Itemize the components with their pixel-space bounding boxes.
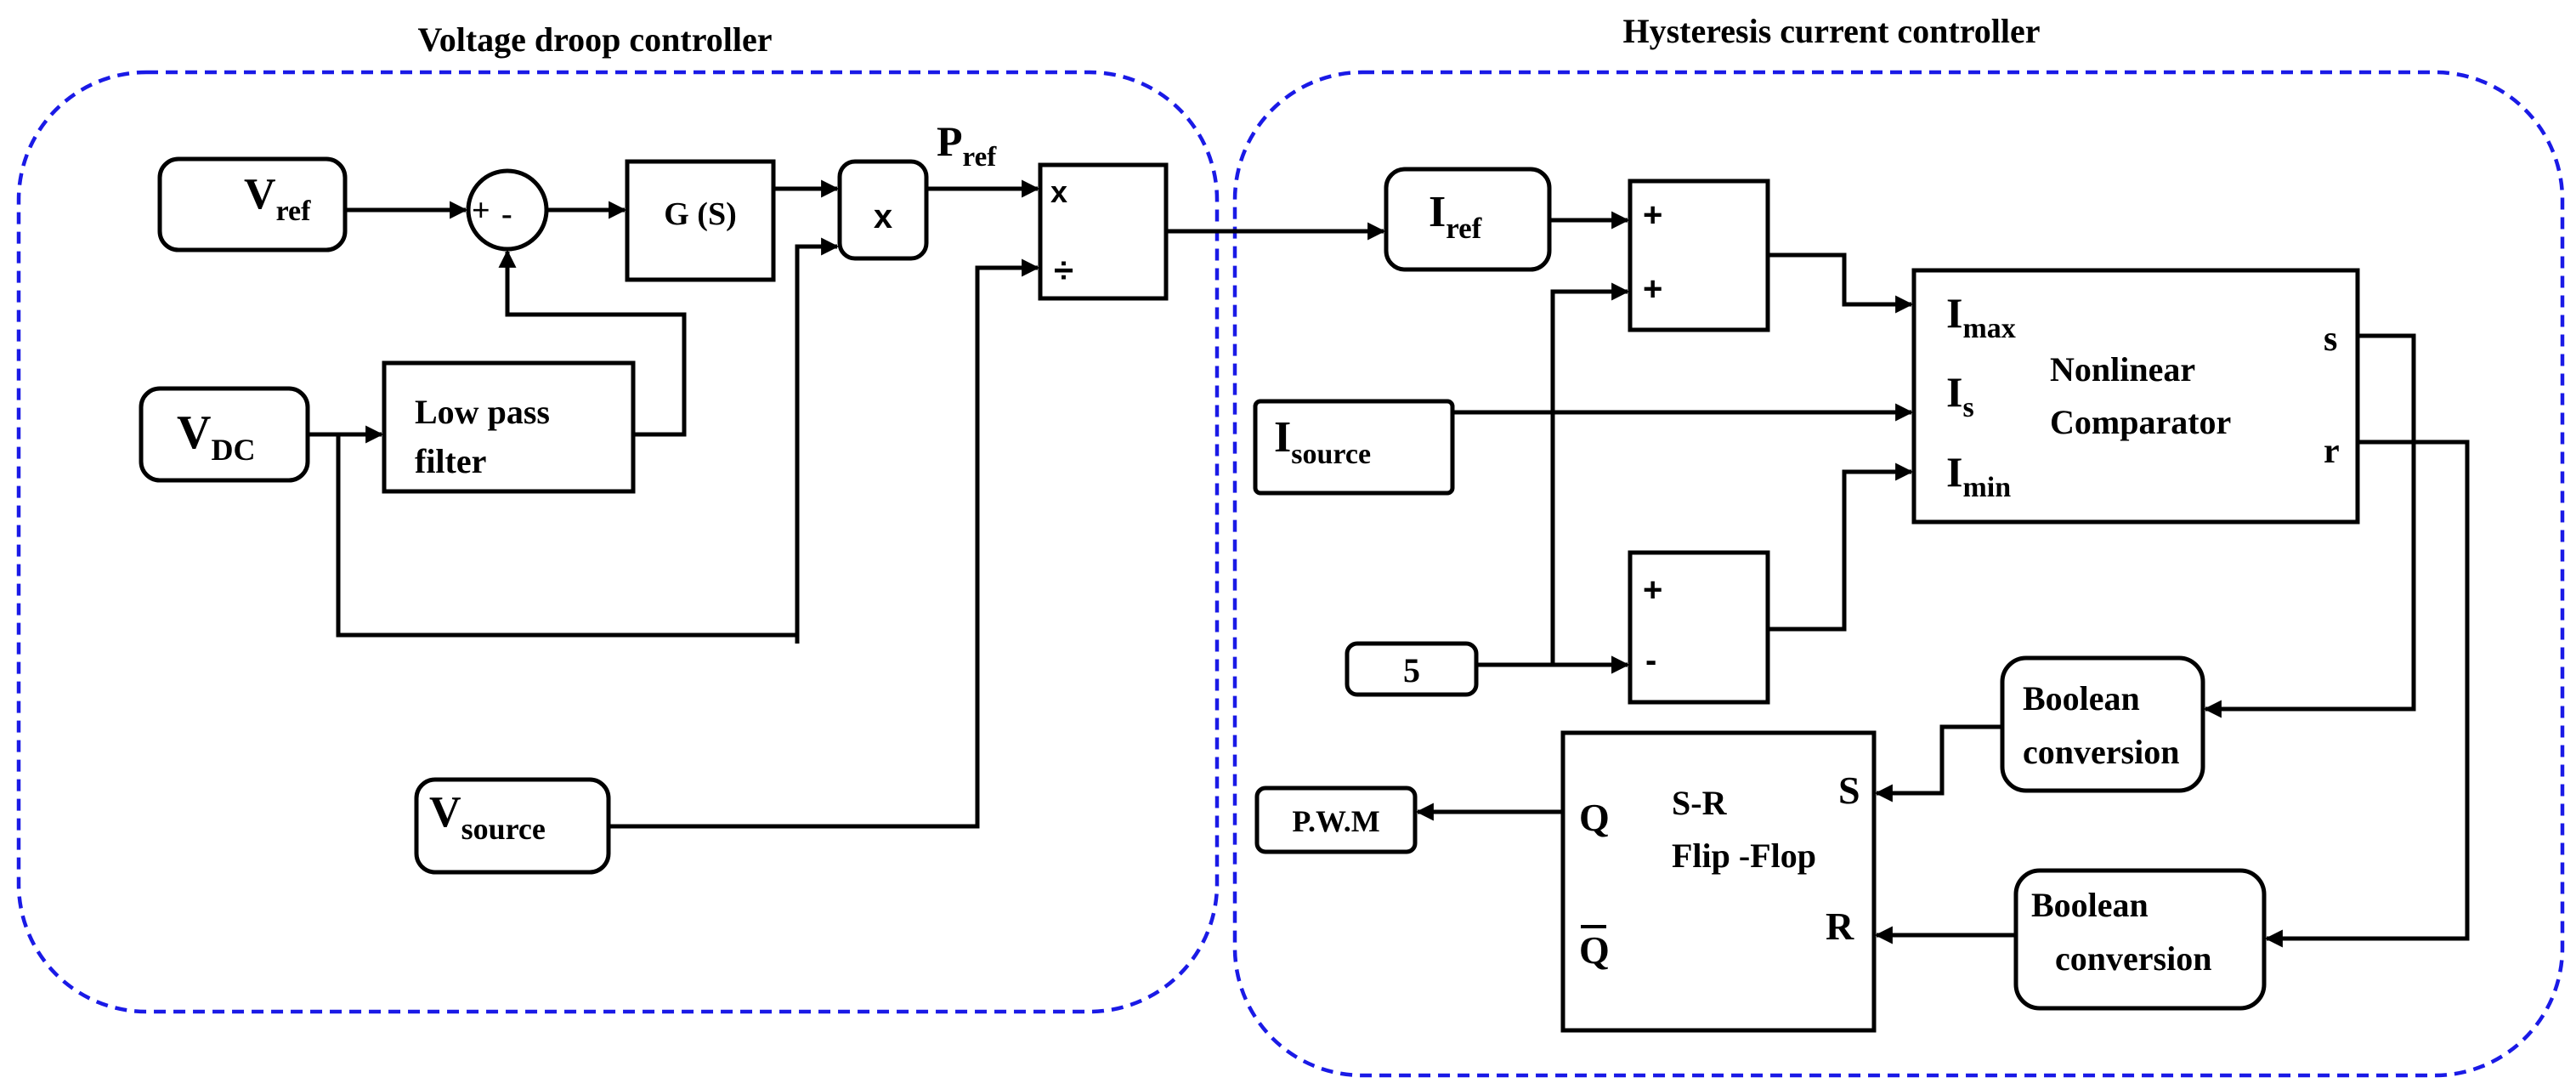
ff-s-label: S xyxy=(1838,769,1860,812)
comparator-imax-label: Imax xyxy=(1946,289,2016,344)
boolean-2-line2: conversion xyxy=(2055,939,2211,978)
lpf-label-line1: Low pass xyxy=(415,393,550,431)
adder-block xyxy=(1628,179,1770,332)
adder-plus-2: + xyxy=(1643,270,1662,308)
comparator-is-label: Is xyxy=(1946,368,1974,423)
boolean-1-line2: conversion xyxy=(2023,733,2179,771)
divider-x-label: x xyxy=(1050,174,1067,209)
ff-label-line1: S-R xyxy=(1672,784,1728,822)
multiplier-label: x xyxy=(874,198,892,235)
nonlinear-comparator-block xyxy=(1911,268,2360,525)
boolean-conversion-2-block xyxy=(2013,868,2267,1011)
vdc-label: VDC xyxy=(177,406,255,467)
divider-div-label: ÷ xyxy=(1054,250,1073,290)
subtractor-minus: - xyxy=(1645,642,1656,679)
transfer-function-label: G (S) xyxy=(664,196,737,232)
pwm-label: P.W.M xyxy=(1292,804,1379,838)
comparator-imin-label: Imin xyxy=(1946,448,2011,503)
isource-label: Isource xyxy=(1274,413,1371,470)
boolean-2-line1: Boolean xyxy=(2031,886,2149,924)
pref-label: Pref xyxy=(937,117,997,173)
ff-qbar-label: Q xyxy=(1579,928,1610,972)
hysteresis-group xyxy=(1232,70,2565,1078)
vref-label: Vref xyxy=(244,170,311,227)
subtractor-block xyxy=(1628,550,1770,705)
comparator-out-s: s xyxy=(2324,320,2337,359)
sum-minus-sign: - xyxy=(501,196,512,232)
comparator-label-line2: Comparator xyxy=(2050,403,2231,441)
comparator-out-r: r xyxy=(2324,432,2340,471)
subtractor-plus: + xyxy=(1643,571,1662,609)
vsource-label: Vsource xyxy=(429,788,546,846)
constant-5-label: 5 xyxy=(1403,651,1420,689)
boolean-conversion-1-block xyxy=(2000,655,2205,793)
sum-plus-sign: + xyxy=(472,193,490,229)
adder-plus-1: + xyxy=(1643,196,1662,234)
boolean-1-line1: Boolean xyxy=(2023,679,2140,717)
hysteresis-title: Hysteresis current controller xyxy=(1623,12,2041,50)
constant-5-block xyxy=(1345,641,1479,697)
iref-label: Iref xyxy=(1429,188,1482,245)
transfer-function-block xyxy=(625,159,776,282)
ff-label-line2: Flip -Flop xyxy=(1672,837,1816,875)
lpf-label-line2: filter xyxy=(415,442,486,480)
vref-block xyxy=(157,156,348,252)
comparator-label-line1: Nonlinear xyxy=(2050,350,2195,389)
sr-flip-flop-block xyxy=(1560,730,1877,1033)
ff-r-label: R xyxy=(1826,905,1854,948)
pwm-block xyxy=(1254,786,1418,854)
low-pass-filter-block xyxy=(382,360,636,494)
ff-q-label: Q xyxy=(1579,796,1610,839)
voltage-droop-title: Voltage droop controller xyxy=(417,20,772,59)
multiplier-block xyxy=(837,159,929,261)
isource-block xyxy=(1253,399,1455,496)
voltage-droop-group xyxy=(16,70,1220,1014)
